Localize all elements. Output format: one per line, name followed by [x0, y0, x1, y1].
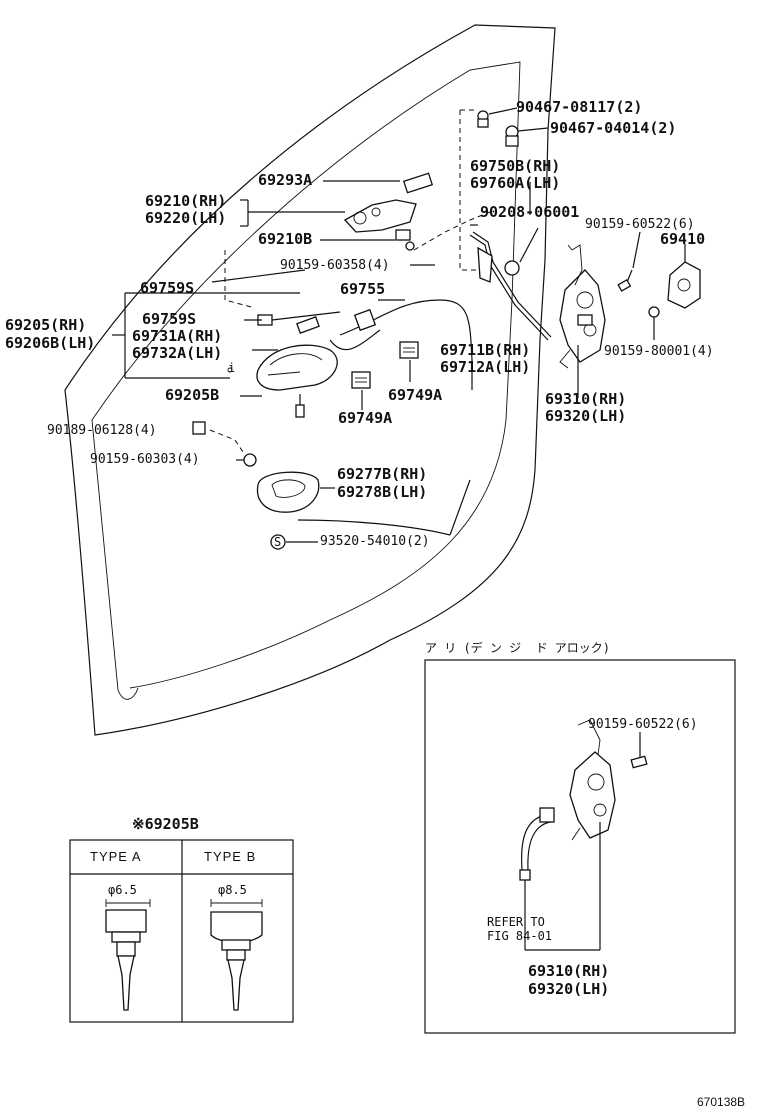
refer-line-2: FIG 84-01 [487, 929, 553, 943]
callout-69749A-b: 69749A [338, 409, 393, 427]
inset-heading: ア リ (デ ン ジ ド アロック) [425, 641, 611, 655]
callout-90208-06001: 90208-06001 [480, 203, 580, 221]
callout-69749A-a: 69749A [388, 386, 443, 404]
inset-callout-69310: 69310(RH) [528, 962, 610, 980]
callout-69310-main: 69310(RH) [545, 390, 627, 408]
callout-90189-06128: 90189-06128(4) [47, 423, 157, 438]
callout-69205-rh: 69205(RH) [5, 316, 87, 334]
clips [192, 421, 257, 467]
figure-id: 670138B [697, 1095, 746, 1109]
door-lock-assembly [559, 244, 606, 398]
inset-callout-69320: 69320(LH) [528, 980, 610, 998]
inset-box [424, 659, 736, 1034]
pads [351, 341, 419, 410]
callout-90467-08117: 90467-08117(2) [516, 98, 643, 116]
callout-69210B: 69210B [258, 230, 313, 248]
left-leader-lines [112, 250, 306, 456]
callout-69759S-b: 69759S [142, 310, 197, 328]
type-b-dimension: φ8.5 [218, 883, 247, 897]
type-table [69, 839, 294, 1023]
striker-and-screws [617, 231, 701, 340]
callout-90159-60358: 90159-60358(4) [280, 258, 390, 273]
callout-90159-60303: 90159-60303(4) [90, 452, 200, 467]
callout-69750B: 69750B(RH) [470, 157, 561, 175]
callout-69759S-a: 69759S [140, 279, 195, 297]
callout-69205B: 69205B [165, 386, 220, 404]
callout-69278B: 69278B(LH) [337, 483, 428, 501]
refer-line-1: REFER TO [487, 915, 545, 929]
callout-69320-main: 69320(LH) [545, 407, 627, 425]
callout-69210-rh: 69210(RH) [145, 192, 227, 210]
handle-bezel [256, 471, 471, 550]
type-table-title: ※69205B [132, 815, 199, 833]
callout-69277B: 69277B(RH) [337, 465, 428, 483]
lock-cylinder-parts [240, 172, 491, 251]
control-rods [329, 227, 552, 390]
callout-69220-lh: 69220(LH) [145, 209, 227, 227]
callout-69711B: 69711B(RH) [440, 341, 531, 359]
type-a-header: TYPE A [90, 849, 142, 864]
callout-69760A: 69760A(LH) [470, 174, 561, 192]
callout-69712A: 69712A(LH) [440, 358, 531, 376]
inside-handle [227, 308, 377, 418]
callout-69732A: 69732A(LH) [132, 344, 223, 362]
type-b-header: TYPE B [204, 849, 257, 864]
door-outline [64, 24, 556, 736]
callout-69755: 69755 [340, 280, 386, 298]
right-leader-lines [378, 182, 531, 301]
callout-90159-60522: 90159-60522(6) [585, 217, 695, 232]
type-a-dimension: φ6.5 [108, 883, 137, 897]
callout-69731A: 69731A(RH) [132, 327, 223, 345]
s-marker: S [274, 535, 282, 549]
callout-69293A: 69293A [258, 171, 313, 189]
callout-69206B-lh: 69206B(LH) [5, 334, 96, 352]
callout-90159-80001: 90159-80001(4) [604, 344, 714, 359]
inset-callout-90159-60522: 90159-60522(6) [588, 717, 698, 732]
callout-69410: 69410 [660, 230, 706, 248]
i-marker: i [228, 361, 236, 375]
callout-90467-04014: 90467-04014(2) [550, 119, 677, 137]
callout-93520-54010: 93520-54010(2) [320, 534, 430, 549]
